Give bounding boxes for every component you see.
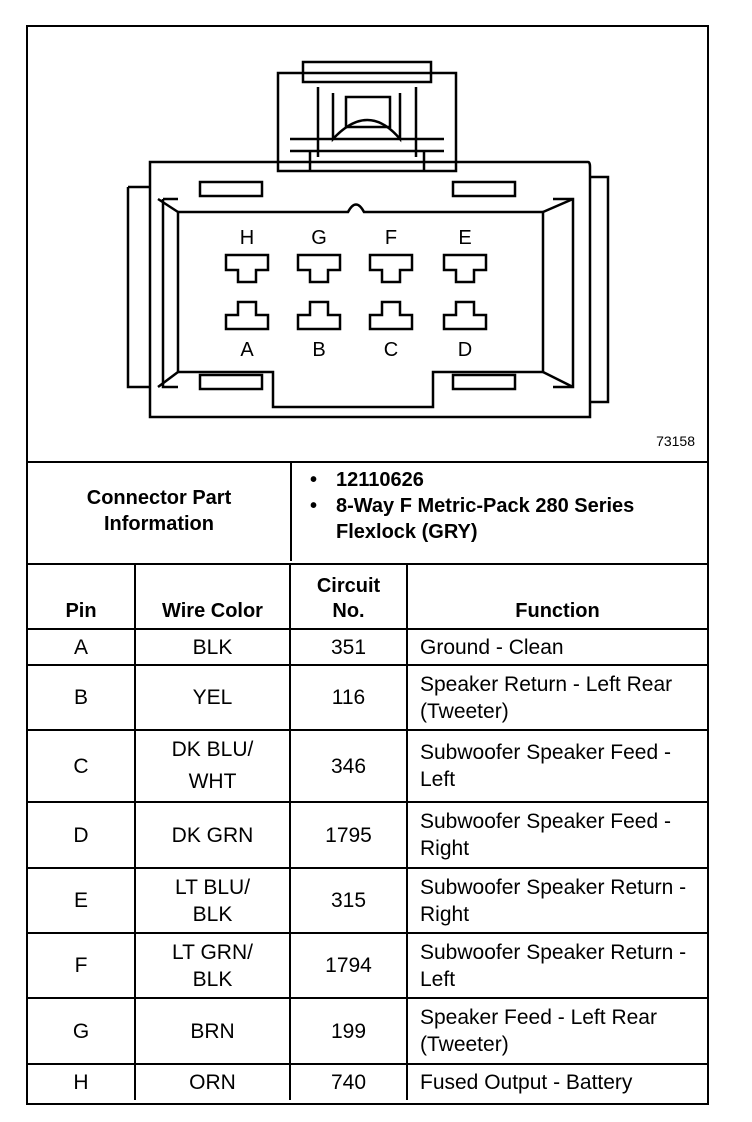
pin-label-b: B [312,339,326,361]
bullet-icon: • [310,495,318,517]
cell-wire-color: LT BLU/ BLK [134,867,291,934]
table-row: G BRN 199 Speaker Feed - Left Rear (Twee… [28,997,707,1065]
connector-info-label-cell: Connector Part Information [28,461,292,561]
bullet-icon: • [310,469,318,491]
cell-wire-color: LT GRN/ BLK [134,932,291,999]
cell-circuit: 351 [289,628,408,666]
part-number: 12110626 [336,469,424,491]
connector-info-item: • 8-Way F Metric-Pack 280 Series Flexloc… [310,493,666,545]
pin-label-h: H [239,227,255,249]
figure-id: 73158 [656,433,695,449]
cell-function: Subwoofer Speaker Return - Right [406,867,707,934]
header-function: Function [406,563,707,630]
cell-pin: E [28,867,136,934]
cell-circuit: 1794 [289,932,408,999]
connector-document: H G F E A B C D 73158 Connector Part Inf… [26,25,709,1105]
cell-wire-color-text: DK BLU/ WHT [171,738,254,793]
cell-function: Subwoofer Speaker Feed - Left [406,729,707,803]
pin-label-f: F [384,227,398,249]
connector-description: 8-Way F Metric-Pack 280 Series Flexlock … [336,495,635,543]
cell-pin: G [28,997,136,1065]
cell-pin: H [28,1063,136,1100]
header-circuit: Circuit No. [289,563,408,630]
header-pin: Pin [28,563,136,630]
cell-pin: F [28,932,136,999]
connector-info-label: Connector Part Information [86,487,232,535]
pinout-table: Pin Wire Color Circuit No. Function A BL… [28,563,707,1100]
connector-diagram: H G F E A B C D 73158 [28,27,707,463]
header-wire-color: Wire Color [134,563,291,630]
pin-label-a: A [240,339,254,361]
connector-info-section: Connector Part Information • 12110626 • … [28,461,707,565]
cell-function: Speaker Return - Left Rear (Tweeter) [406,664,707,731]
table-row: A BLK 351 Ground - Clean [28,628,707,666]
cell-wire-color: DK BLU/ WHT [134,729,291,803]
cell-wire-color: DK GRN [134,801,291,869]
connector-face-drawing [126,60,610,419]
cell-function: Speaker Feed - Left Rear (Tweeter) [406,997,707,1065]
cell-wire-color: YEL [134,664,291,731]
cell-pin: A [28,628,136,666]
cell-circuit: 740 [289,1063,408,1100]
cell-wire-color-text: LT GRN/ BLK [172,940,253,991]
cell-circuit: 199 [289,997,408,1065]
cell-function: Subwoofer Speaker Return - Left [406,932,707,999]
cell-function: Fused Output - Battery [406,1063,707,1100]
cell-wire-color: BLK [134,628,291,666]
cell-wire-color: BRN [134,997,291,1065]
table-row: C DK BLU/ WHT 346 Subwoofer Speaker Feed… [28,729,707,803]
pin-label-c: C [383,339,399,361]
cell-circuit: 315 [289,867,408,934]
cell-wire-color-text: LT BLU/ BLK [174,875,251,926]
cell-pin: D [28,801,136,869]
table-header-row: Pin Wire Color Circuit No. Function [28,563,707,630]
cell-circuit: 116 [289,664,408,731]
pin-label-g: G [311,227,327,249]
table-row: D DK GRN 1795 Subwoofer Speaker Feed - R… [28,801,707,869]
table-row: E LT BLU/ BLK 315 Subwoofer Speaker Retu… [28,867,707,934]
cell-pin: C [28,729,136,803]
cell-wire-color: ORN [134,1063,291,1100]
table-row: F LT GRN/ BLK 1794 Subwoofer Speaker Ret… [28,932,707,999]
cell-function: Subwoofer Speaker Feed - Right [406,801,707,869]
cell-function: Ground - Clean [406,628,707,666]
table-row: H ORN 740 Fused Output - Battery [28,1063,707,1100]
pin-label-e: E [458,227,472,249]
connector-info-item: • 12110626 [310,467,666,493]
cell-pin: B [28,664,136,731]
header-circuit-label: Circuit No. [316,575,381,622]
cell-circuit: 346 [289,729,408,803]
table-row: B YEL 116 Speaker Return - Left Rear (Tw… [28,664,707,731]
pin-label-d: D [457,339,473,361]
connector-info-items: • 12110626 • 8-Way F Metric-Pack 280 Ser… [310,467,666,545]
cell-circuit: 1795 [289,801,408,869]
